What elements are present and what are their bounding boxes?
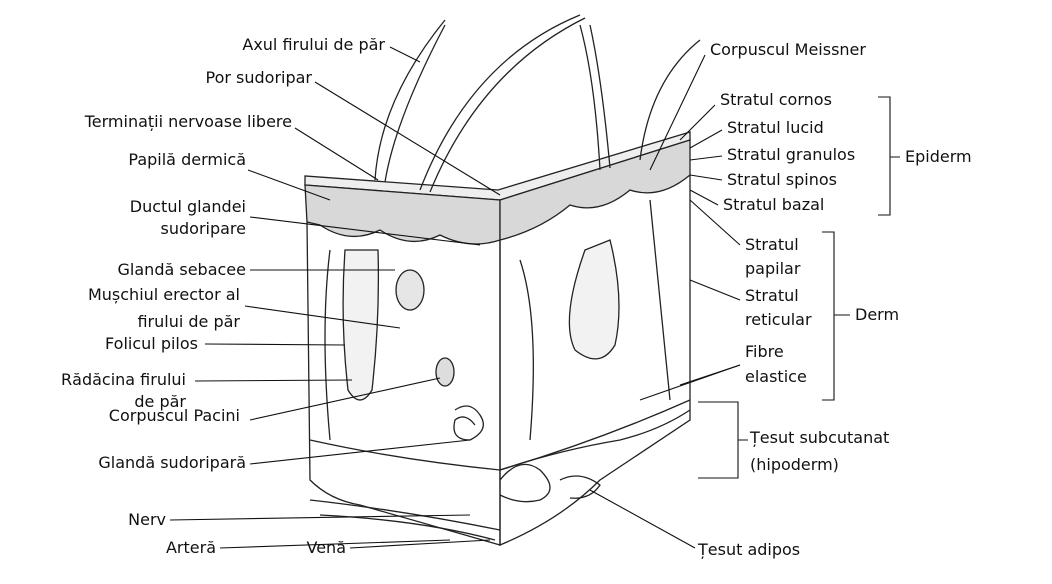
label-subcutaneous-line1: Țesut subcutanat [750,428,890,447]
label-hair-follicle: Folicul pilos [105,334,198,353]
label-subcutaneous-line2: (hipoderm) [750,455,839,474]
label-arrector-line1: Mușchiul erector al [87,285,240,304]
hair-shaft-4 [639,39,701,161]
label-stratum-spinosum: Stratul spinos [727,170,837,189]
label-adipose-tissue: Țesut adipos [698,540,801,559]
label-free-nerve-endings: Terminații nervoase libere [84,112,292,131]
label-epidermis: Epiderm [905,147,972,166]
adipose-lobules [499,463,601,503]
label-hair-root-line1: Rădăcina firului [61,370,186,389]
hair-follicle-left [342,249,380,401]
label-stratum-granulosum: Stratul granulos [727,145,856,164]
label-pacinian-corpuscle: Corpuscul Pacini [108,406,240,425]
label-meissner-corpuscle: Corpuscul Meissner [710,40,866,59]
label-elastic-line2: elastice [745,367,807,386]
hair-shaft-2 [419,14,586,193]
label-sebaceous-gland: Glandă sebacee [117,260,246,279]
sweat-gland-coil [453,405,484,441]
label-dermis: Derm [855,305,900,324]
label-reticular-line1: Stratul [745,286,799,305]
label-dermal-papilla: Papilă dermică [128,150,246,169]
label-artery: Arteră [165,538,216,557]
label-nerve: Nerv [128,510,166,529]
label-reticular-line2: reticular [745,310,812,329]
hair-shaft-3 [579,24,611,171]
sebaceous-gland-shape [395,269,425,311]
leader-lines [169,46,900,549]
block-side-face [499,175,691,546]
epidermis-side [499,139,691,241]
label-hair-shaft: Axul firului de păr [242,35,385,54]
hair-follicle-right [568,239,620,360]
label-stratum-basale: Stratul bazal [723,195,825,214]
label-sweat-duct-line2: sudoripare [160,219,246,238]
label-stratum-corneum: Stratul cornos [720,90,832,109]
label-vein: Venă [306,538,347,557]
label-papillary-line2: papilar [745,259,801,278]
label-sweat-duct-line1: Ductul glandei [129,197,246,216]
pacinian-corpuscle-shape [435,357,455,387]
blood-vessels [309,409,691,541]
block-front-face [306,221,501,546]
label-elastic-line1: Fibre [745,342,784,361]
label-sweat-gland: Glandă sudoripară [98,453,246,472]
label-hair-root-line2: de păr [134,392,186,411]
label-stratum-lucidum: Stratul lucid [727,118,824,137]
label-papillary-line1: Stratul [745,235,799,254]
hair-shaft [374,19,446,183]
label-sweat-pore: Por sudoripar [205,68,312,87]
label-arrector-line2: firului de păr [137,312,240,331]
